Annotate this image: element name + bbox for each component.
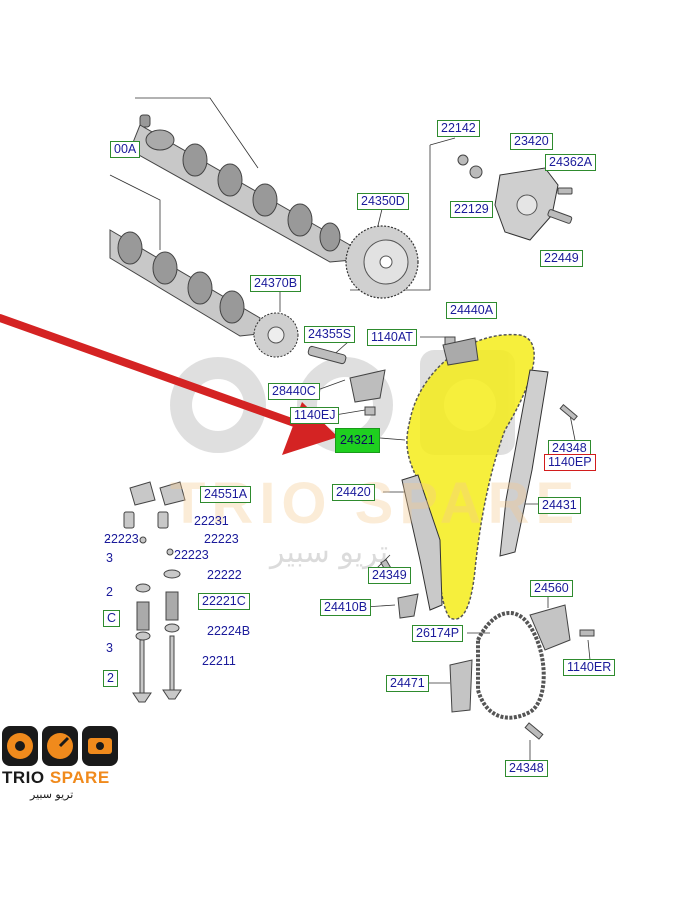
part-label-1140ej[interactable]: 1140EJ <box>290 407 340 424</box>
logo-engine-icon <box>82 726 118 766</box>
vvt-sprocket <box>345 225 419 299</box>
part-label-24440a[interactable]: 24440A <box>446 302 498 319</box>
part-label-24350d[interactable]: 24350D <box>357 193 409 210</box>
part-label-22224b[interactable]: 22224B <box>207 624 251 638</box>
part-label-22223-lower[interactable]: 22223 <box>174 548 209 562</box>
valve-train <box>123 481 186 703</box>
camshaft-upper <box>129 114 353 263</box>
part-label-24355s[interactable]: 24355S <box>304 326 356 343</box>
part-label-24362a[interactable]: 24362A <box>545 154 597 171</box>
part-label-22129[interactable]: 22129 <box>450 201 493 218</box>
part-label-cut-2[interactable]: 2 <box>106 585 113 599</box>
part-label-26174p[interactable]: 26174P <box>412 625 464 642</box>
part-label-22223-right[interactable]: 22223 <box>204 532 239 546</box>
part-label-24348-upper[interactable]: 24348 <box>548 440 591 457</box>
cover-plate <box>494 167 559 241</box>
watermark-text: TRIO SPARE <box>170 471 581 536</box>
part-label-22223-left[interactable]: 22223 <box>104 532 139 546</box>
part-label-1140er[interactable]: 1140ER <box>563 659 616 676</box>
part-label-24349[interactable]: 24349 <box>368 567 411 584</box>
part-label-1140at[interactable]: 1140AT <box>367 329 417 346</box>
brand-logo <box>2 726 118 766</box>
camshaft-lower <box>109 229 261 337</box>
logo-arabic-text: تريو سبير <box>30 788 74 801</box>
logo-brand-main: TRIO <box>2 768 45 787</box>
part-label-22222[interactable]: 22222 <box>207 568 242 582</box>
part-label-cut-c[interactable]: C <box>103 610 121 627</box>
part-label-cut-3[interactable]: 3 <box>106 551 113 565</box>
red-pointer-arrow <box>0 314 338 455</box>
part-label-24420[interactable]: 24420 <box>332 484 375 501</box>
part-label-cut-2b[interactable]: 2 <box>103 670 118 687</box>
cam-sprocket <box>253 312 299 358</box>
part-label-00a[interactable]: 00A <box>110 141 141 158</box>
part-label-24431[interactable]: 24431 <box>538 497 581 514</box>
logo-disc-icon <box>2 726 38 766</box>
logo-gauge-icon <box>42 726 78 766</box>
oil-pump-chain <box>449 604 595 740</box>
part-label-24471[interactable]: 24471 <box>386 675 429 692</box>
part-label-22221c[interactable]: 22221C <box>198 593 250 610</box>
part-label-23420[interactable]: 23420 <box>510 133 553 150</box>
part-label-22142[interactable]: 22142 <box>437 120 480 137</box>
part-label-cut-3b[interactable]: 3 <box>106 641 113 655</box>
leader-lines <box>109 97 591 760</box>
logo-brand-text: TRIO SPARE <box>2 768 110 788</box>
chain-guide-right <box>499 369 549 557</box>
part-label-24348-lower[interactable]: 24348 <box>505 760 548 777</box>
part-label-22449[interactable]: 22449 <box>540 250 583 267</box>
bolts-upper-right <box>457 154 573 224</box>
part-label-24560[interactable]: 24560 <box>530 580 573 597</box>
logo-brand-accent: SPARE <box>49 768 110 787</box>
part-label-24370b[interactable]: 24370B <box>250 275 302 292</box>
part-label-24551a[interactable]: 24551A <box>200 486 252 503</box>
part-label-22231[interactable]: 22231 <box>194 514 229 528</box>
watermark-arabic: تريو سبير <box>270 535 389 570</box>
part-label-1140ep[interactable]: 1140EP <box>544 454 596 471</box>
tensioner-arm <box>401 474 443 611</box>
part-label-22211[interactable]: 22211 <box>202 654 236 668</box>
part-label-28440c[interactable]: 28440C <box>268 383 320 400</box>
part-label-24410b[interactable]: 24410B <box>320 599 372 616</box>
part-label-24321-highlighted[interactable]: 24321 <box>335 428 380 453</box>
part-label-cut-dash[interactable]: - <box>106 532 111 546</box>
